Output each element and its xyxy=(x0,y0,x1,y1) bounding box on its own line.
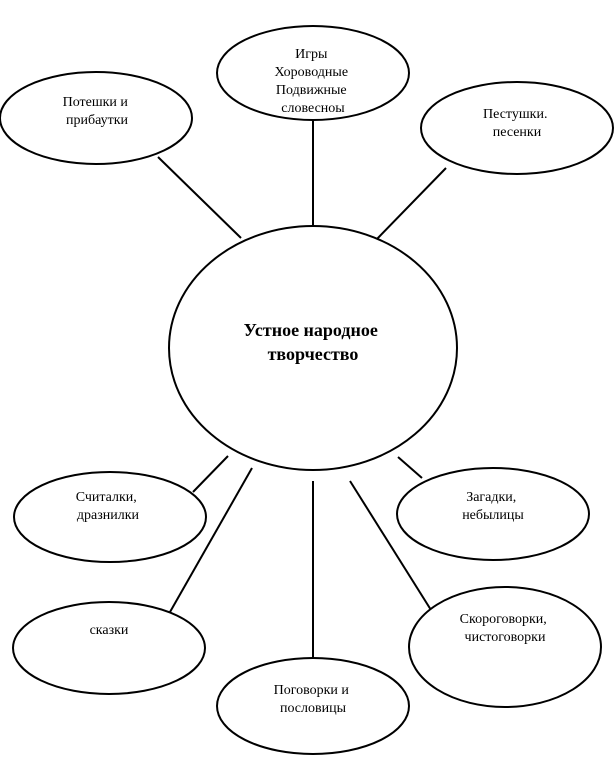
node-pogovorki-label: Поговорки и пословицы xyxy=(274,683,353,716)
node-schitalki-line-1: Считалки, xyxy=(76,490,137,505)
node-pestushki-line-1: Пестушки. xyxy=(483,107,547,122)
node-schitalki-label: Считалки, дразнилки xyxy=(76,490,141,523)
node-games-line-3: Подвижные xyxy=(276,83,347,98)
center-node: Устное народное творчество xyxy=(168,225,458,471)
center-ellipse xyxy=(168,225,458,471)
node-skorogovorki-line-1: Скороговорки, xyxy=(460,612,547,627)
center-title-line-1: Устное народное xyxy=(244,320,378,340)
node-schitalki-line-2: дразнилки xyxy=(77,508,140,523)
node-pogovorki-line-1: Поговорки и xyxy=(274,683,350,698)
node-poteshki-ellipse xyxy=(0,71,193,165)
connector-zagadki xyxy=(397,456,423,479)
node-skazki-ellipse xyxy=(12,601,206,695)
node-games: Игры Хороводные Подвижные словесноы xyxy=(216,25,410,121)
node-games-label: Игры Хороводные Подвижные словесноы xyxy=(274,47,351,116)
node-pogovorki-ellipse xyxy=(216,657,410,755)
node-zagadki: Загадки, небылицы xyxy=(396,467,590,561)
node-games-line-2: Хороводные xyxy=(274,65,348,80)
node-zagadki-ellipse xyxy=(396,467,590,561)
center-title: Устное народное творчество xyxy=(244,320,383,364)
node-pogovorki: Поговорки и пословицы xyxy=(216,657,410,755)
node-zagadki-line-2: небылицы xyxy=(462,508,524,523)
connector-skorogovorki xyxy=(349,480,432,611)
node-pestushki-label: Пестушки. песенки xyxy=(483,107,551,140)
node-pestushki-ellipse xyxy=(420,81,614,175)
center-title-line-2: творчество xyxy=(268,344,359,364)
node-pestushki: Пестушки. песенки xyxy=(420,81,614,175)
node-pogovorki-line-2: пословицы xyxy=(280,701,347,716)
node-skorogovorki-line-2: чистоговорки xyxy=(465,630,546,645)
node-skazki: сказки xyxy=(12,601,206,695)
node-schitalki: Считалки, дразнилки xyxy=(13,471,207,563)
node-zagadki-label: Загадки, небылицы xyxy=(462,490,524,523)
node-games-line-4: словесноы xyxy=(281,101,345,116)
node-poteshki-line-1: Потешки и xyxy=(63,95,129,110)
node-poteshki: Потешки и прибаутки xyxy=(0,71,193,165)
connector-pestushki xyxy=(375,167,447,241)
connector-schitalki xyxy=(192,455,229,493)
node-poteshki-label: Потешки и прибаутки xyxy=(63,95,132,128)
node-skazki-line-1: сказки xyxy=(90,623,129,638)
node-skorogovorki: Скороговорки, чистоговорки xyxy=(408,586,602,708)
connector-skazki xyxy=(169,467,253,613)
node-skorogovorki-label: Скороговорки, чистоговорки xyxy=(460,612,551,645)
node-skorogovorki-ellipse xyxy=(408,586,602,708)
node-zagadki-line-1: Загадки, xyxy=(466,490,516,505)
node-skazki-label: сказки xyxy=(90,623,129,638)
node-pestushki-line-2: песенки xyxy=(493,125,542,140)
connectors xyxy=(157,120,447,660)
connector-poteshki xyxy=(157,156,242,239)
node-games-line-1: Игры xyxy=(295,47,328,62)
node-schitalki-ellipse xyxy=(13,471,207,563)
node-poteshki-line-2: прибаутки xyxy=(66,113,129,128)
node-games-ellipse xyxy=(216,25,410,121)
